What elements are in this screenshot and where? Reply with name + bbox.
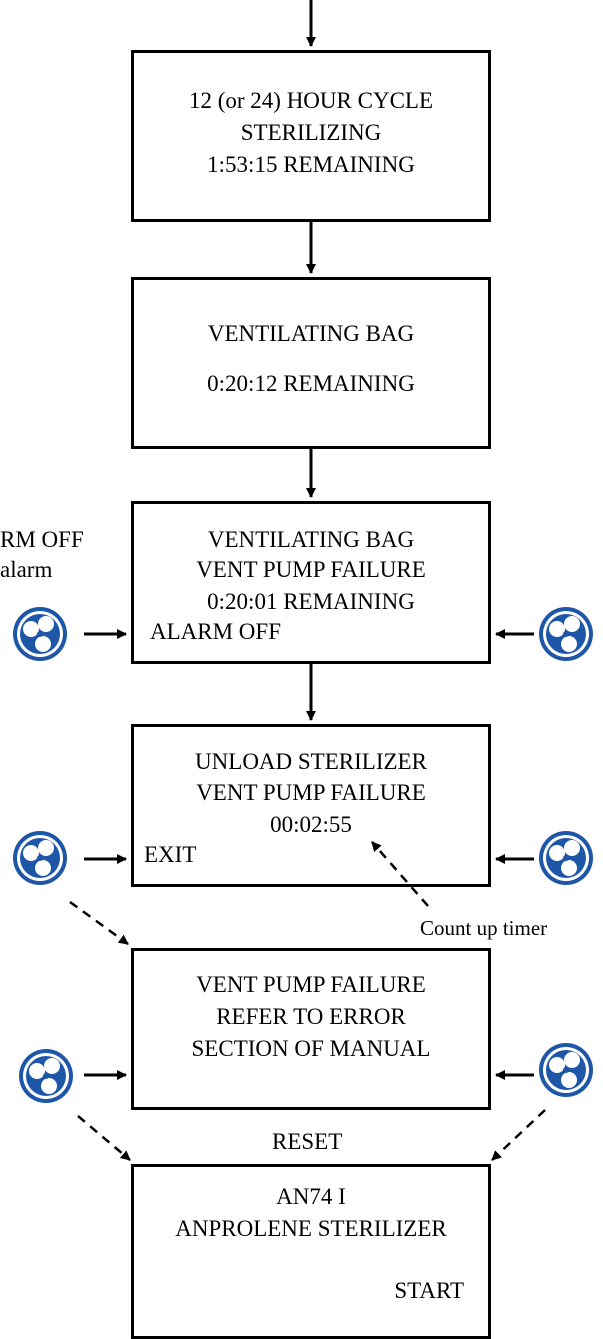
screen-ventilating: VENTILATING BAG 0:20:12 REMAINING bbox=[131, 277, 491, 449]
screen-line: ANPROLENE STERILIZER bbox=[175, 1216, 447, 1241]
fan-button-icon[interactable] bbox=[536, 1040, 596, 1100]
screen-line: 0:20:01 REMAINING bbox=[207, 589, 415, 614]
screen-line: REFER TO ERROR bbox=[216, 1004, 406, 1029]
dashed-arrow-reset-right bbox=[491, 1109, 546, 1161]
screen-refer-to-error: VENT PUMP FAILURE REFER TO ERROR SECTION… bbox=[131, 948, 491, 1110]
screen-line: UNLOAD STERILIZER bbox=[195, 749, 427, 774]
screen-line: SECTION OF MANUAL bbox=[191, 1036, 431, 1061]
screen-line: 1:53:15 REMAINING bbox=[207, 152, 415, 177]
screen-home: AN74 I ANPROLENE STERILIZER START bbox=[131, 1164, 491, 1339]
softkey-start[interactable]: START bbox=[394, 1278, 464, 1303]
fan-button-icon[interactable] bbox=[536, 828, 596, 888]
fan-button-icon[interactable] bbox=[16, 1046, 76, 1106]
screen-line: VENT PUMP FAILURE bbox=[196, 972, 426, 997]
screen-line: 0:20:12 REMAINING bbox=[207, 371, 415, 396]
dashed-arrow-to-screen-5 bbox=[69, 900, 129, 946]
count-up-timer-value: 00:02:55 bbox=[270, 812, 352, 837]
screen-line: VENTILATING BAG bbox=[207, 321, 415, 346]
side-note-line1: RM OFF bbox=[0, 527, 84, 552]
screen-sterilizing: 12 (or 24) HOUR CYCLE STERILIZING 1:53:1… bbox=[131, 50, 491, 222]
screen-line: 12 (or 24) HOUR CYCLE bbox=[188, 88, 434, 113]
screen-line: VENT PUMP FAILURE bbox=[196, 557, 426, 582]
screen-unload-sterilizer: UNLOAD STERILIZER VENT PUMP FAILURE 00:0… bbox=[131, 724, 491, 887]
screen-line: STERILIZING bbox=[240, 120, 382, 145]
fan-button-icon[interactable] bbox=[536, 604, 596, 664]
screen-line: VENT PUMP FAILURE bbox=[196, 780, 426, 805]
softkey-alarm-off[interactable]: ALARM OFF bbox=[150, 619, 282, 644]
screen-line: VENTILATING BAG bbox=[207, 527, 415, 552]
side-note-line2: alarm bbox=[0, 557, 53, 582]
screen-vent-pump-failure-alarm: VENTILATING BAG VENT PUMP FAILURE 0:20:0… bbox=[131, 501, 491, 664]
dashed-arrow-reset-left bbox=[77, 1115, 131, 1161]
screen-line: AN74 I bbox=[276, 1184, 346, 1209]
count-up-timer-label: Count up timer bbox=[420, 916, 548, 940]
dashed-arrow-count-up bbox=[371, 841, 429, 907]
softkey-exit[interactable]: EXIT bbox=[144, 842, 197, 867]
fan-button-icon[interactable] bbox=[10, 604, 70, 664]
fan-button-icon[interactable] bbox=[10, 828, 70, 888]
reset-label: RESET bbox=[272, 1129, 343, 1154]
